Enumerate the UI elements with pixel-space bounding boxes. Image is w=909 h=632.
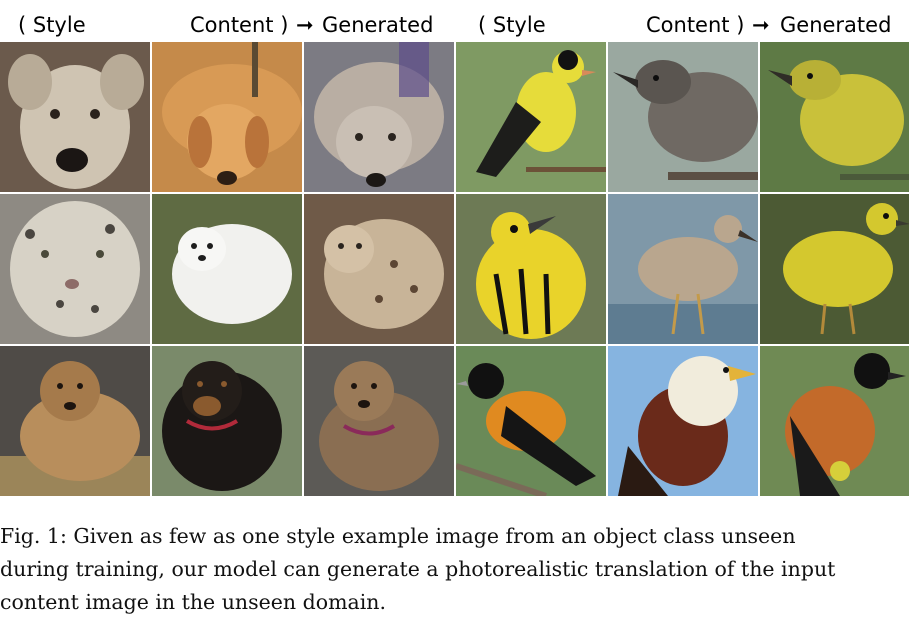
image-grid (0, 42, 909, 498)
style-snow-leopard-photo (0, 194, 150, 344)
generated-dog-1-photo (304, 42, 454, 192)
caption-label: Fig. 1: (0, 524, 67, 548)
style-bird-goldfinch-photo (456, 42, 606, 192)
content-bird-eagle-photo (608, 346, 758, 496)
caption-line-2: during training, our model can generate … (0, 557, 836, 581)
header-arrow-right-icon: ➞ (752, 13, 770, 37)
generated-bird-3-photo (760, 346, 909, 496)
content-bird-sandpiper-photo (608, 194, 758, 344)
header-content-right: Content ) (646, 13, 745, 37)
style-dog-terrier-photo (0, 42, 150, 192)
caption-line-1: Fig. 1: Given as few as one style exampl… (0, 520, 909, 553)
header-content-left: Content ) (190, 13, 289, 37)
header-style-right: ( Style (478, 13, 546, 37)
content-dog-golden-photo (152, 42, 302, 192)
generated-bird-1-photo (760, 42, 909, 192)
content-bird-wren-photo (608, 42, 758, 192)
style-bird-oriole-photo (456, 346, 606, 496)
figure-caption: Fig. 1: Given as few as one style exampl… (0, 520, 909, 619)
content-dog-white-puppy-photo (152, 194, 302, 344)
header-arrow-left-icon: ➞ (296, 13, 314, 37)
generated-dog-2-photo (304, 346, 454, 496)
generated-cat-photo (304, 194, 454, 344)
content-dog-rottweiler-photo (152, 346, 302, 496)
caption-line-3: content image in the unseen domain. (0, 590, 387, 614)
figure-column-headers: ( Style Content ) ➞ Generated ( Style Co… (0, 10, 909, 40)
caption-text-1: Given as few as one style example image … (73, 524, 796, 548)
header-generated-right: Generated (780, 13, 892, 37)
style-bird-warbler-photo (456, 194, 606, 344)
header-generated-left: Generated (322, 13, 434, 37)
generated-bird-2-photo (760, 194, 909, 344)
header-style-left: ( Style (18, 13, 86, 37)
style-dog-airedale-photo (0, 346, 150, 496)
